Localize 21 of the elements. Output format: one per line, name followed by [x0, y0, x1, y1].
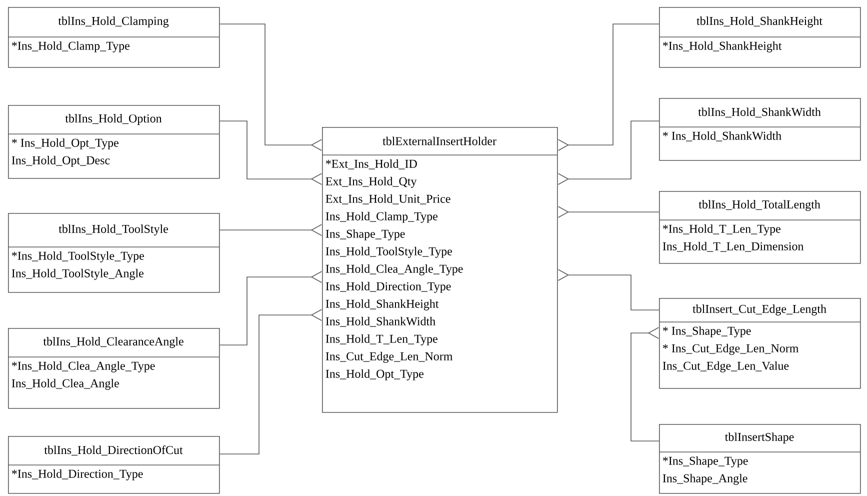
- relationship-line: [630, 327, 660, 442]
- table-box: tblIns_Hold_Clamping *Ins_Hold_Clamp_Type: [8, 7, 220, 68]
- table-box: tblIns_Hold_TotalLength *Ins_Hold_T_Len_Type Ins_Hold_T_Len_Dimension: [658, 191, 861, 264]
- relationship-line: [558, 24, 660, 151]
- table-box: tblIns_Hold_DirectionOfCut *Ins_Hold_Direction_Type: [8, 436, 220, 494]
- relationship-line: [219, 24, 322, 151]
- table-box: tblIns_Hold_ClearanceAngle *Ins_Hold_Clea_Angle_Type Ins_Hold_Clea_Angle: [8, 328, 220, 409]
- relationship-line: [219, 224, 322, 236]
- relationship-line: [558, 120, 660, 185]
- relationship-line: [219, 309, 322, 454]
- table-box: tblExternalInsertHolder *Ext_Ins_Hold_ID Ext_Ins_Hold_Qty Ext_Ins_Hold_Unit_Price Ins_Hold_Clamp_Type Ins_Shape_Type Ins_Hold_ToolStyle_Type Ins_Hold_Clea_Angle_Type Ins_Hold_Direction_Type Ins_Hold_ShankHeight Ins_Hold_ShankWidth Ins_Hold_T_Len_Type Ins_Cut_Edge_Len_Norm Ins_Hold_Opt_Type: [322, 127, 558, 413]
- table-box: tblInsertShape *Ins_Shape_Type Ins_Shape_Angle: [658, 424, 861, 494]
- table-box: tblIns_Hold_ShankWidth * Ins_Hold_ShankWidth: [658, 98, 861, 161]
- relationship-line: [558, 206, 660, 218]
- table-box: tblIns_Hold_ShankHeight *Ins_Hold_ShankHeight: [658, 7, 861, 68]
- table-box: tblIns_Hold_Option * Ins_Hold_Opt_Type Ins_Hold_Opt_Desc: [8, 105, 220, 179]
- relationship-line: [219, 120, 322, 185]
- relationship-line: [219, 271, 322, 346]
- table-box: tblIns_Hold_ToolStyle *Ins_Hold_ToolStyle_Type Ins_Hold_ToolStyle_Angle: [8, 213, 220, 293]
- table-box: tblInsert_Cut_Edge_Length * Ins_Shape_Type * Ins_Cut_Edge_Len_Norm Ins_Cut_Edge_Len_Value: [658, 298, 861, 389]
- relationship-line: [558, 269, 660, 310]
